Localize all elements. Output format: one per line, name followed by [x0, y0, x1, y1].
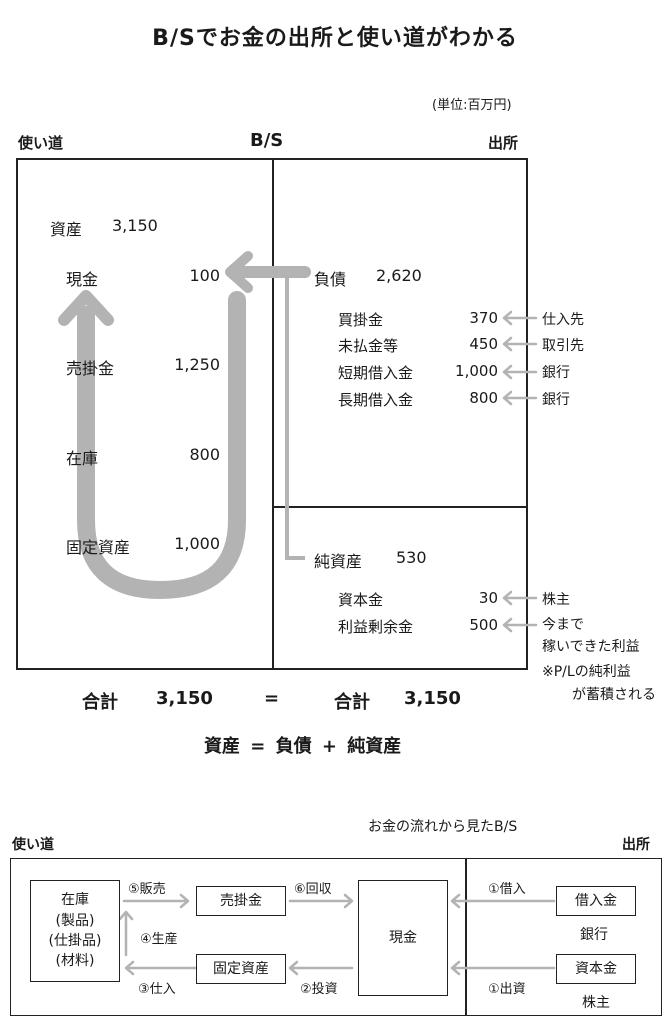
- liability-item-label: 買掛金: [338, 311, 384, 329]
- pl-note: が蓄積される: [572, 687, 656, 703]
- liability-item-value: 450: [469, 335, 498, 353]
- equity-item-source: 株主: [542, 592, 570, 608]
- equity-connector-line: [285, 275, 305, 560]
- equity-item-value: 500: [469, 616, 498, 634]
- asset-item-label: 現金: [66, 270, 99, 289]
- asset-item-value: 1,000: [174, 534, 220, 553]
- borrowings-source: 銀行: [580, 927, 608, 943]
- total-equals: =: [264, 688, 280, 709]
- asset-item-value: 1,250: [174, 355, 220, 374]
- receivables-box: 売掛金: [196, 886, 286, 916]
- capital-box: 資本金: [556, 954, 636, 984]
- cash-box: 現金: [358, 880, 448, 996]
- asset-item-label: 固定資産: [66, 538, 131, 557]
- equity-item-label: 利益剰余金: [338, 618, 414, 636]
- cash-cycle-arrowhead: [58, 290, 114, 326]
- equity-item-value: 30: [478, 589, 498, 607]
- arrow-label-borrow: ①借入: [488, 882, 526, 897]
- inventory-line: (材料): [55, 953, 95, 970]
- flow-divider: [465, 858, 467, 1016]
- liability-item-label: 短期借入金: [338, 364, 414, 382]
- equity-item-source: 稼いできた利益: [542, 639, 640, 655]
- unit-label: (単位:百万円): [432, 98, 512, 113]
- arrow-label-sales: ⑤販売: [128, 882, 166, 897]
- arrow-label-capital: ①出資: [488, 982, 526, 997]
- flow-header-sources: 出所: [622, 837, 650, 853]
- asset-item-label: 在庫: [66, 449, 99, 468]
- net-assets-label: 純資産: [314, 552, 363, 571]
- liability-item-source: 銀行: [542, 392, 570, 408]
- bs-header-center: B/S: [250, 130, 284, 151]
- liability-item-source: 仕入先: [542, 312, 584, 328]
- arrow-label-purchase: ③仕入: [138, 982, 176, 997]
- equity-item-source: 今まで: [542, 617, 584, 633]
- bs-center-divider: [272, 158, 274, 670]
- inventory-box: 在庫 (製品) (仕掛品) (材料): [30, 880, 120, 982]
- funding-arrowhead: [225, 251, 253, 293]
- asset-item-value: 100: [189, 266, 220, 285]
- inventory-line: (製品): [55, 912, 95, 929]
- borrowings-box: 借入金: [556, 886, 636, 916]
- net-assets-value: 530: [396, 548, 427, 567]
- asset-item-value: 800: [189, 445, 220, 464]
- flow-title: お金の流れから見たB/S: [368, 819, 518, 835]
- liability-item-source: 取引先: [542, 338, 584, 354]
- asset-item-label: 売掛金: [66, 359, 115, 378]
- arrow-label-collection: ⑥回収: [294, 882, 332, 897]
- bs-header-uses: 使い道: [18, 134, 64, 152]
- total-right-value: 3,150: [404, 688, 461, 709]
- source-arrows: [502, 310, 538, 633]
- pl-note: ※P/Lの純利益: [542, 664, 631, 680]
- assets-value: 3,150: [112, 216, 158, 235]
- page-title: B/Sでお金の出所と使い道がわかる: [152, 26, 518, 51]
- liabilities-value: 2,620: [376, 266, 422, 285]
- assets-label: 資産: [50, 220, 83, 239]
- arrow-label-production: ④生産: [140, 932, 178, 947]
- capital-source: 株主: [582, 995, 610, 1011]
- total-left-label: 合計: [82, 692, 118, 713]
- liability-item-label: 未払金等: [338, 337, 399, 355]
- liability-item-value: 370: [469, 309, 498, 327]
- inventory-line: (仕掛品): [48, 933, 102, 949]
- total-left-value: 3,150: [156, 688, 213, 709]
- arrow-label-investment: ②投資: [300, 982, 338, 997]
- inventory-line: 在庫: [61, 892, 89, 909]
- fixed-assets-box: 固定資産: [196, 954, 286, 984]
- cash-cycle-arrow: [77, 291, 246, 600]
- flow-header-uses: 使い道: [12, 837, 54, 853]
- liability-item-source: 銀行: [542, 365, 570, 381]
- bs-header-sources: 出所: [488, 134, 519, 152]
- bs-liability-equity-divider: [272, 506, 528, 508]
- equity-item-label: 資本金: [338, 591, 384, 609]
- total-right-label: 合計: [334, 692, 370, 713]
- liability-item-label: 長期借入金: [338, 391, 414, 409]
- liability-item-value: 800: [469, 389, 498, 407]
- liabilities-label: 負債: [314, 270, 347, 289]
- liability-item-value: 1,000: [455, 362, 498, 380]
- bs-equation: 資産 = 負債 + 純資産: [204, 736, 402, 757]
